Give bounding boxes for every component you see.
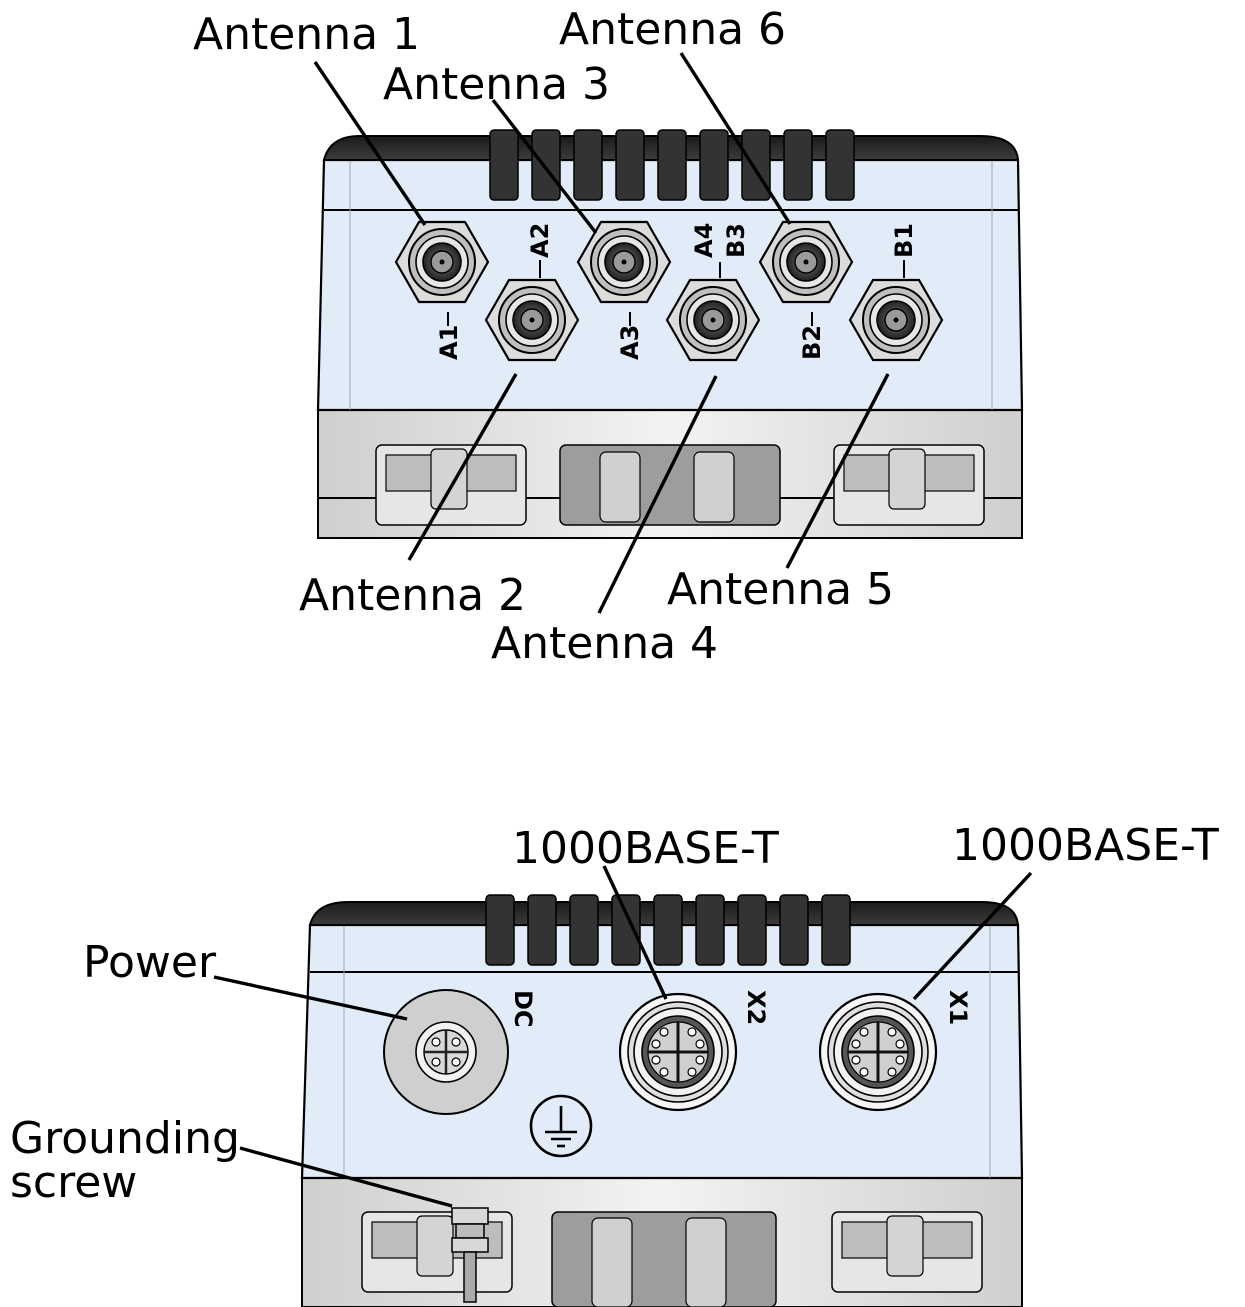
top-leader-lines xyxy=(313,52,890,614)
port-label-a3: A3 xyxy=(616,325,644,360)
callout-antenna-5: Antenna 5 xyxy=(667,564,894,615)
callout-ethernet-x2: 1000BASE-T xyxy=(512,823,779,874)
callout-ethernet-x1: 1000BASE-T xyxy=(952,820,1219,871)
ground-icon xyxy=(529,1094,593,1158)
callout-antenna-6: Antenna 6 xyxy=(559,4,786,55)
connector-x1 xyxy=(818,992,938,1112)
port-label-a2: A2 xyxy=(526,223,554,258)
callout-power: Power xyxy=(83,937,217,988)
callout-antenna-2: Antenna 2 xyxy=(299,570,526,621)
callout-grounding-line2: screw xyxy=(10,1157,137,1208)
port-label-b1: B1 xyxy=(890,223,918,258)
port-label-dc: DC xyxy=(509,990,537,1028)
callout-antenna-3: Antenna 3 xyxy=(383,59,610,110)
port-label-x2: X2 xyxy=(742,990,770,1025)
callout-antenna-1: Antenna 1 xyxy=(193,9,420,60)
callout-antenna-4: Antenna 4 xyxy=(491,618,718,669)
port-label-a4: A4 xyxy=(690,223,718,258)
top-device: A1 A2 A3 A4 B3 B2 B1 xyxy=(316,129,1024,539)
connector-x2 xyxy=(618,992,738,1112)
grounding-screw xyxy=(451,1207,489,1303)
bottom-device: DC X2 X1 xyxy=(300,894,1024,1307)
connector-dc xyxy=(383,989,509,1115)
bottom-leader-lines xyxy=(213,865,1033,1208)
port-label-b3: B3 xyxy=(722,223,750,258)
port-label-x1: X1 xyxy=(944,990,972,1025)
port-label-a1: A1 xyxy=(435,325,463,360)
bottom-heatsink xyxy=(485,894,851,966)
callout-grounding-line1: Grounding xyxy=(10,1113,240,1164)
port-label-b2: B2 xyxy=(798,325,826,360)
